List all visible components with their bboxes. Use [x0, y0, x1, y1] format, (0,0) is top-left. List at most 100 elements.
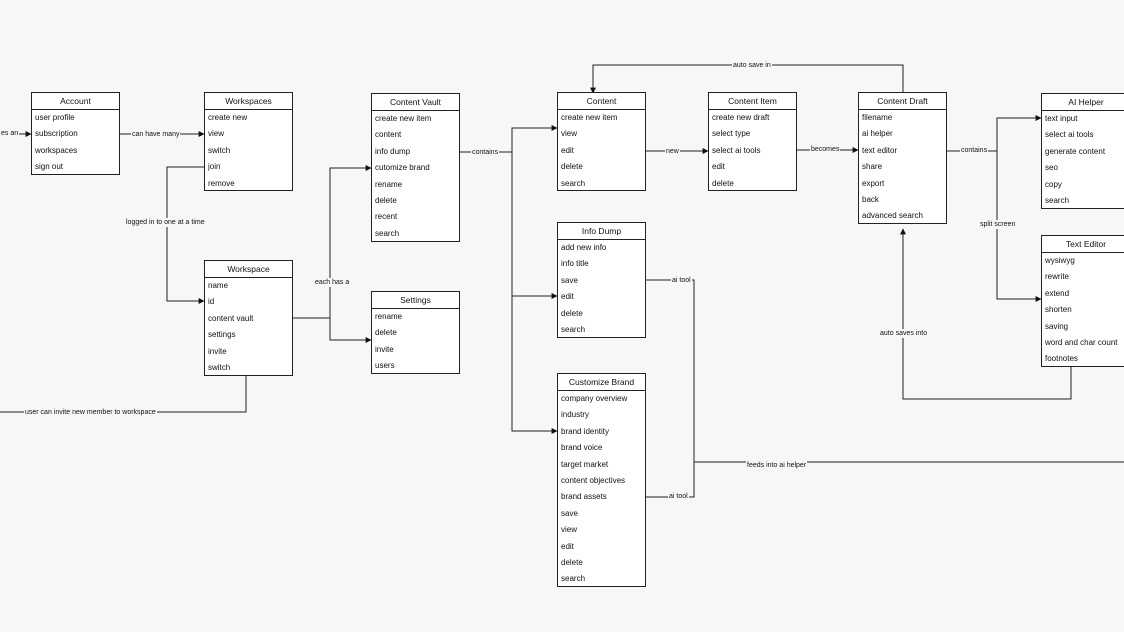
entity-title: Account: [32, 93, 119, 110]
entity-field: search: [561, 178, 586, 188]
entity-field: brand identity: [561, 426, 610, 436]
edge-label-ai-tool-brand: ai tool: [668, 492, 689, 501]
content-vault-box[interactable]: Content Vault create new item content in…: [371, 93, 460, 242]
workspaces-box[interactable]: Workspaces create new view switch join r…: [204, 92, 293, 191]
edge-label-ai-tool-info: ai tool: [671, 276, 692, 285]
entity-field: workspaces: [35, 145, 78, 155]
ai-helper-box[interactable]: AI Helper text input select ai tools gen…: [1041, 93, 1124, 209]
entity-field: view: [561, 129, 578, 139]
entity-field: ai helper: [862, 129, 893, 139]
entity-field: name: [208, 281, 229, 290]
entity-field: info title: [561, 259, 589, 269]
edge-auto-saves-into: [900, 228, 1072, 400]
edge-contains-brand: [511, 296, 558, 434]
entity-field: back: [862, 194, 879, 204]
entity-title: Workspaces: [205, 93, 292, 110]
entity-field: content objectives: [561, 475, 626, 485]
info-dump-box[interactable]: Info Dump add new info info title save e…: [557, 222, 646, 338]
entity-field: rename: [375, 179, 403, 189]
entity-field: delete: [561, 308, 583, 318]
entity-title: Text Editor: [1042, 236, 1124, 253]
entity-field: rewrite: [1045, 272, 1070, 282]
edge-label-invite-member: user can invite new member to workspace: [24, 408, 157, 417]
entity-field: word and char count: [1045, 337, 1118, 347]
edge-label-new: new: [665, 147, 680, 156]
entity-field: invite: [375, 344, 394, 354]
entity-field: industry: [561, 410, 590, 420]
edge-label-becomes: becomes: [810, 145, 841, 154]
entity-field: select ai tools: [1045, 130, 1094, 140]
workspace-box[interactable]: Workspace name id content vault settings…: [204, 260, 293, 376]
entity-field: save: [561, 508, 578, 518]
entity-field: wysiwyg: [1045, 256, 1075, 265]
entity-field: text input: [1045, 114, 1078, 123]
entity-field: export: [862, 178, 885, 188]
edge-label-contains-draft: contains: [960, 146, 989, 155]
entity-field: delete: [561, 162, 583, 172]
entity-field: search: [561, 324, 586, 334]
entity-field: user profile: [35, 113, 75, 122]
entity-field: delete: [561, 557, 583, 567]
entity-field: extend: [1045, 288, 1070, 298]
edge-label-each-has-a: each has a: [314, 278, 351, 287]
entity-field: search: [561, 574, 586, 584]
entity-title: Content Draft: [859, 93, 946, 110]
entity-field: generate content: [1045, 146, 1106, 156]
entity-field: select type: [712, 129, 751, 139]
edge-ai-tool-info: [645, 279, 695, 498]
entity-field: settings: [208, 330, 236, 340]
entity-field: select ai tools: [712, 145, 761, 155]
entity-field: invite: [208, 346, 227, 356]
entity-field: save: [561, 275, 578, 285]
edge-label-auto-save-in: auto save in: [732, 61, 772, 70]
edge-label-logged-in: logged in to one at a time: [125, 218, 206, 227]
account-box[interactable]: Account user profile subscription worksp…: [31, 92, 120, 175]
entity-field: rename: [375, 312, 403, 321]
edge-logged-in: [166, 166, 205, 304]
entity-field: switch: [208, 145, 231, 155]
entity-field: edit: [712, 162, 725, 172]
entity-field: brand assets: [561, 492, 607, 502]
entity-field: search: [1045, 195, 1070, 205]
entity-field: filename: [862, 113, 893, 122]
edge-label-can-have-many: can have many: [131, 130, 181, 139]
content-box[interactable]: Content create new item view edit delete…: [557, 92, 646, 191]
entity-field: target market: [561, 459, 609, 469]
entity-field: edit: [561, 541, 574, 551]
content-draft-box[interactable]: Content Draft filename ai helper text ed…: [858, 92, 947, 224]
entity-title: Content Item: [709, 93, 796, 110]
settings-box[interactable]: Settings rename delete invite users: [371, 291, 460, 374]
entity-field: view: [208, 129, 225, 139]
edge-label-contains-vault: contains: [471, 148, 500, 157]
entity-field: seo: [1045, 163, 1058, 173]
entity-field: search: [375, 228, 400, 238]
entity-field: subscription: [35, 129, 78, 139]
entity-field: edit: [561, 145, 574, 155]
entity-field: edit: [561, 292, 574, 302]
edge-contains-infodump: [511, 152, 558, 299]
entity-field: content vault: [208, 313, 254, 323]
edge-label-auto-saves-into: auto saves into: [879, 329, 929, 338]
content-item-box[interactable]: Content Item create new draft select typ…: [708, 92, 797, 191]
edge-each-has-a-vault: [292, 165, 372, 319]
entity-field: saving: [1045, 321, 1069, 331]
entity-field: copy: [1045, 179, 1062, 189]
edge-label-has-an: es an: [0, 129, 20, 138]
entity-field: delete: [712, 178, 734, 188]
entity-field: brand voice: [561, 443, 603, 453]
entity-title: Workspace: [205, 261, 292, 278]
entity-field: cutomize brand: [375, 163, 430, 173]
entity-title: Info Dump: [558, 223, 645, 240]
entity-field: add new info: [561, 243, 607, 252]
edge-each-has-a-settings: [329, 318, 372, 343]
text-editor-box[interactable]: Text Editor wysiwyg rewrite extend short…: [1041, 235, 1124, 367]
entity-title: AI Helper: [1042, 94, 1124, 111]
entity-field: delete: [375, 195, 397, 205]
entity-field: remove: [208, 178, 235, 188]
entity-field: text editor: [862, 145, 898, 155]
customize-brand-box[interactable]: Customize Brand company overview industr…: [557, 373, 646, 587]
entity-field: recent: [375, 212, 398, 222]
edge-invite-member: [0, 376, 247, 413]
entity-title: Content Vault: [372, 94, 459, 111]
entity-title: Settings: [372, 292, 459, 309]
